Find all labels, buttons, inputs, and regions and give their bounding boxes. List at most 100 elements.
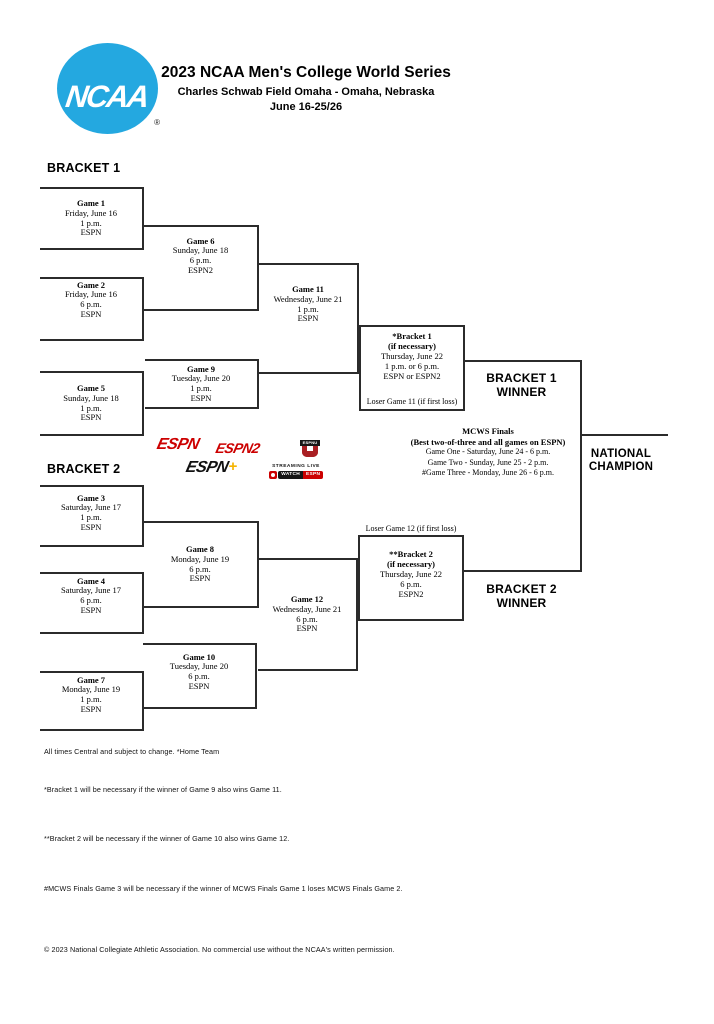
bracket2-winner-label: BRACKET 2 WINNER xyxy=(486,582,557,610)
game-time: 1 p.m. xyxy=(80,694,102,704)
header: 2023 NCAA Men's College World Series Cha… xyxy=(56,64,556,113)
game-date: Tuesday, June 20 xyxy=(169,661,229,672)
game-name: Game 1 xyxy=(76,198,106,209)
bracket1-winner-label: BRACKET 1 WINNER xyxy=(486,371,557,399)
venue-subtitle: Charles Schwab Field Omaha - Omaha, Nebr… xyxy=(177,86,435,98)
game-network: ESPN xyxy=(190,392,212,403)
espnu-logo: ESPNU xyxy=(300,436,320,458)
bracket1-winner-line xyxy=(464,360,581,362)
game-5-box: Game 5 Sunday, June 18 1 p.m. ESPN xyxy=(40,371,144,436)
game-6-box: Game 6 Sunday, June 18 6 p.m. ESPN2 xyxy=(144,225,259,311)
if-necessary-time: 1 p.m. or 6 p.m. xyxy=(384,361,440,371)
game-11-box: Game 11 Wednesday, June 21 1 p.m. ESPN xyxy=(259,263,359,374)
bracket1-label: BRACKET 1 xyxy=(47,161,121,175)
if-necessary-time: 6 p.m. xyxy=(400,579,422,589)
if-necessary-network: ESPN2 xyxy=(398,589,424,599)
champion-line xyxy=(582,434,668,436)
game-time: 1 p.m. xyxy=(190,383,212,393)
game-network: ESPN xyxy=(80,308,102,319)
game-network: ESPN xyxy=(297,313,319,324)
espnu-banner-text: ESPNU xyxy=(300,440,320,446)
finals-game-one: Game One - Saturday, June 24 - 6 p.m. xyxy=(425,447,551,457)
copyright-note: © 2023 National Collegiate Athletic Asso… xyxy=(44,945,395,954)
game-time: 6 p.m. xyxy=(189,563,211,574)
game-date: Monday, June 19 xyxy=(61,684,121,695)
national-champion-label: NATIONAL CHAMPION xyxy=(588,448,654,473)
if-necessary-name: **Bracket 2 xyxy=(389,549,433,559)
game-time: 6 p.m. xyxy=(188,671,210,681)
if-necessary-condition: (if necessary) xyxy=(388,341,436,351)
game-name: Game 9 xyxy=(186,363,216,374)
game-date: Sunday, June 18 xyxy=(63,392,119,403)
game-10-box: Game 10 Tuesday, June 20 6 p.m. ESPN xyxy=(143,643,257,709)
game-name: Game 8 xyxy=(185,544,215,555)
registered-trademark-icon: ® xyxy=(154,118,160,127)
game-time: 1 p.m. xyxy=(80,512,102,522)
game-name: Game 12 xyxy=(290,594,324,605)
game-name: Game 2 xyxy=(76,279,106,290)
mcws-game3-note: #MCWS Finals Game 3 will be necessary if… xyxy=(44,884,403,893)
game-time: 1 p.m. xyxy=(80,217,102,228)
bracket2-if-necessary-box: **Bracket 2 (if necessary) Thursday, Jun… xyxy=(358,535,464,621)
game-date: Sunday, June 18 xyxy=(172,245,229,256)
game-time: 6 p.m. xyxy=(296,613,318,624)
game-time: 6 p.m. xyxy=(80,595,102,605)
streaming-live-text: STREAMING LIVE xyxy=(272,464,320,469)
game-date: Saturday, June 17 xyxy=(60,502,122,513)
game-name: Game 11 xyxy=(292,284,324,295)
ncaa-logo: NCAA ® xyxy=(57,43,160,134)
watch-espn-icon xyxy=(268,470,277,479)
game-network: ESPN xyxy=(188,680,210,691)
espn-badge: ESPN xyxy=(302,470,324,479)
game-network: ESPN xyxy=(189,573,211,584)
if-necessary-date: Thursday, June 22 xyxy=(379,569,442,579)
game-network: ESPN xyxy=(296,623,318,634)
game-date: Friday, June 16 xyxy=(64,207,118,218)
game-network: ESPN xyxy=(80,412,102,423)
game-date: Wednesday, June 21 xyxy=(273,293,343,304)
game-date: Tuesday, June 20 xyxy=(171,373,231,384)
finals-title: MCWS Finals xyxy=(462,426,514,436)
loser-game-12-note: Loser Game 12 (if first loss) xyxy=(365,524,457,533)
finals-connector-line xyxy=(580,360,582,572)
game-network: ESPN xyxy=(80,227,102,238)
game-4-box: Game 4 Saturday, June 17 6 p.m. ESPN xyxy=(40,572,144,634)
espn-plus-wordmark: ESPN xyxy=(184,459,230,476)
bracket1-if-necessary-box: *Bracket 1 (if necessary) Thursday, June… xyxy=(359,325,465,411)
game-network: ESPN xyxy=(80,521,102,532)
if-necessary-network: ESPN or ESPN2 xyxy=(383,371,441,381)
game-name: Game 6 xyxy=(186,235,215,246)
bracket2-label: BRACKET 2 xyxy=(47,462,121,476)
if-necessary-condition: (if necessary) xyxy=(387,559,435,569)
espn2-logo: ESPN2 xyxy=(214,440,262,456)
game-9-box: Game 9 Tuesday, June 20 1 p.m. ESPN xyxy=(145,359,259,409)
times-note: All times Central and subject to change.… xyxy=(44,747,220,756)
bracket2-note: **Bracket 2 will be necessary if the win… xyxy=(44,834,290,843)
game-date: Friday, June 16 xyxy=(64,289,118,300)
plus-icon: + xyxy=(228,458,238,475)
game-time: 6 p.m. xyxy=(189,255,212,265)
game-network: ESPN2 xyxy=(187,264,214,275)
game-time: 1 p.m. xyxy=(297,303,319,314)
watch-espn-logo: STREAMING LIVE WATCH ESPN xyxy=(266,464,326,479)
finals-format: (Best two-of-three and all games on ESPN… xyxy=(410,436,566,447)
game-2-box: Game 2 Friday, June 16 6 p.m. ESPN xyxy=(40,277,144,341)
espn-logo: ESPN xyxy=(155,436,201,453)
finals-game-three: #Game Three - Monday, June 26 - 6 p.m. xyxy=(422,468,554,478)
game-network: ESPN xyxy=(80,604,102,615)
game-3-box: Game 3 Saturday, June 17 1 p.m. ESPN xyxy=(40,485,144,547)
espnu-u-shape-icon xyxy=(302,440,318,457)
game-name: Game 3 xyxy=(76,492,106,503)
game-7-box: Game 7 Monday, June 19 1 p.m. ESPN xyxy=(40,671,144,731)
if-necessary-name: *Bracket 1 xyxy=(392,331,432,341)
game-date: Wednesday, June 21 xyxy=(272,603,342,614)
game-name: Game 7 xyxy=(76,674,106,685)
mcws-finals-info: MCWS Finals (Best two-of-three and all g… xyxy=(377,426,599,479)
finals-game-two: Game Two - Sunday, June 25 - 2 p.m. xyxy=(427,457,549,467)
game-name: Game 10 xyxy=(182,651,216,662)
game-date: Monday, June 19 xyxy=(170,553,230,564)
bracket2-winner-line xyxy=(463,570,581,572)
game-12-box: Game 12 Wednesday, June 21 6 p.m. ESPN xyxy=(258,558,358,671)
game-time: 1 p.m. xyxy=(80,402,102,413)
